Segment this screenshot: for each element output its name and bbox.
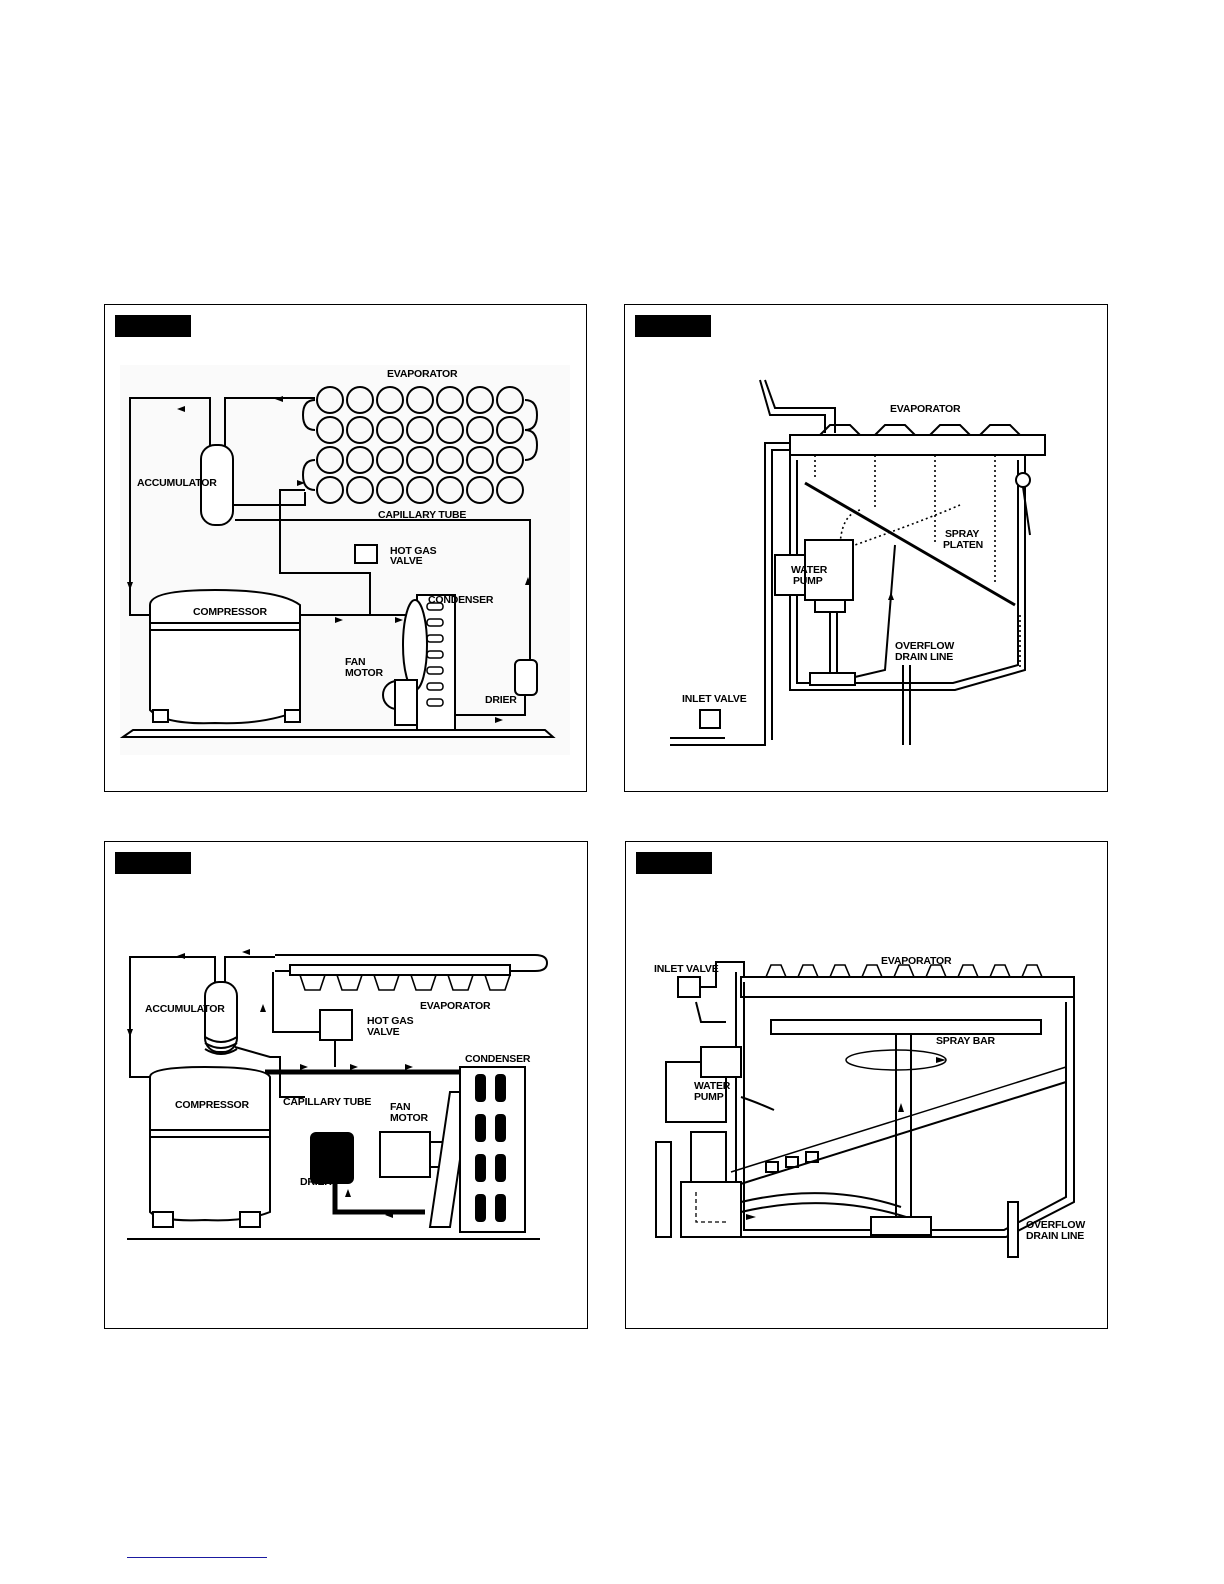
label-evaporator: EVAPORATOR bbox=[890, 403, 961, 415]
label-evaporator: EVAPORATOR bbox=[387, 368, 458, 380]
label-accumulator: ACCUMULATOR bbox=[137, 477, 217, 489]
label-platen: PLATEN bbox=[943, 539, 983, 551]
label-spray-bar: SPRAY BAR bbox=[936, 1035, 996, 1047]
label-pump: PUMP bbox=[694, 1091, 724, 1103]
label-motor: MOTOR bbox=[390, 1112, 429, 1124]
label-condenser: CONDENSER bbox=[465, 1053, 531, 1065]
label-motor: MOTOR bbox=[345, 667, 384, 679]
refrigeration-harvest-diagram: ACCUMULATOR EVAPORATOR HOT GAS VALVE CON… bbox=[105, 842, 589, 1330]
label-evaporator: EVAPORATOR bbox=[881, 955, 952, 967]
label-drier: DRIER bbox=[300, 1176, 332, 1188]
label-capillary-tube: CAPILLARY TUBE bbox=[283, 1096, 371, 1108]
label-drier: DRIER bbox=[485, 694, 517, 706]
water-platen-diagram: EVAPORATOR SPRAY PLATEN WATER PUMP OVERF… bbox=[625, 305, 1109, 793]
diagram-panel-water-spray-bar: INLET VALVE EVAPORATOR SPRAY BAR WATER P… bbox=[625, 841, 1108, 1329]
diagram-panel-refrigeration-freeze: EVAPORATOR ACCUMULATOR CAPILLARY TUBE HO… bbox=[104, 304, 587, 792]
label-capillary-tube: CAPILLARY TUBE bbox=[378, 509, 466, 521]
diagram-panel-water-platen: EVAPORATOR SPRAY PLATEN WATER PUMP OVERF… bbox=[624, 304, 1108, 792]
footer-rule bbox=[127, 1557, 267, 1558]
label-compressor: COMPRESSOR bbox=[193, 606, 267, 618]
refrigeration-freeze-diagram: EVAPORATOR ACCUMULATOR CAPILLARY TUBE HO… bbox=[105, 305, 588, 793]
label-accumulator: ACCUMULATOR bbox=[145, 1003, 225, 1015]
label-drain-line: DRAIN LINE bbox=[1026, 1230, 1084, 1242]
label-valve: VALVE bbox=[390, 555, 423, 567]
label-inlet-valve: INLET VALVE bbox=[654, 963, 719, 975]
water-spray-bar-diagram: INLET VALVE EVAPORATOR SPRAY BAR WATER P… bbox=[626, 842, 1109, 1330]
label-pump: PUMP bbox=[793, 575, 823, 587]
label-condenser: CONDENSER bbox=[428, 594, 494, 606]
label-drain-line: DRAIN LINE bbox=[895, 651, 953, 663]
label-inlet-valve: INLET VALVE bbox=[682, 693, 747, 705]
label-valve: VALVE bbox=[367, 1026, 400, 1038]
label-compressor: COMPRESSOR bbox=[175, 1099, 249, 1111]
diagram-panel-refrigeration-harvest: ACCUMULATOR EVAPORATOR HOT GAS VALVE CON… bbox=[104, 841, 588, 1329]
label-evaporator: EVAPORATOR bbox=[420, 1000, 491, 1012]
